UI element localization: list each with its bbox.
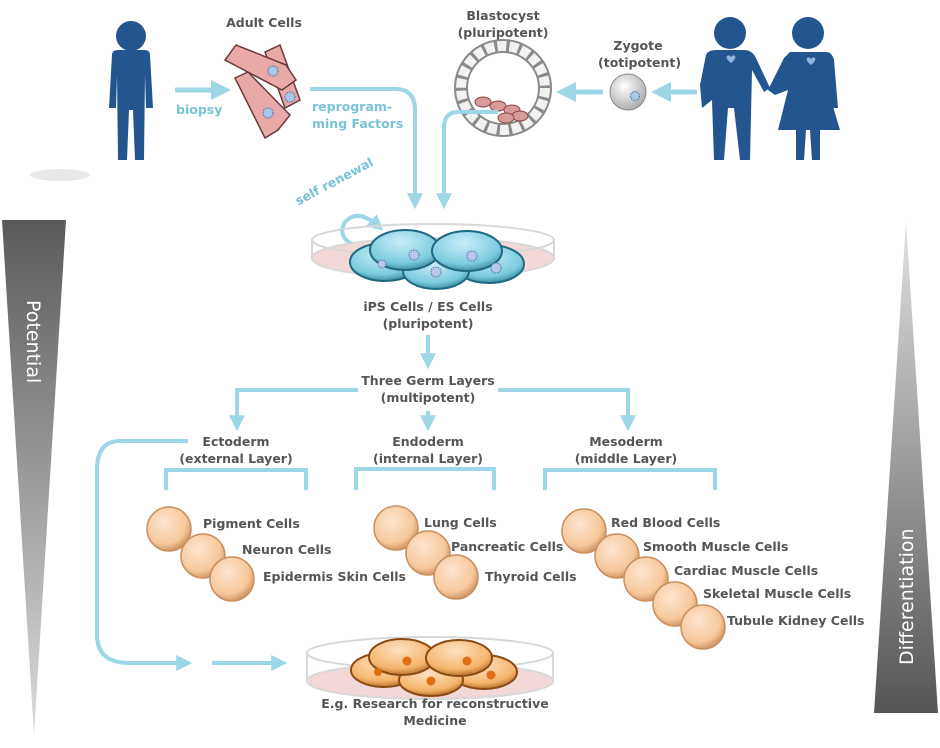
potential-label: Potential [22,300,44,384]
biopsy-label: biopsy [176,102,223,117]
zygote-label: Zygote (totipotent) [598,37,682,71]
differentiation-wedge [874,222,938,713]
cell-type-label: Thyroid Cells [485,569,577,584]
mesoderm-label: Mesoderm (middle Layer) [566,433,686,467]
zygote-icon [609,73,647,111]
nucleus [426,676,436,686]
couple-icon [700,17,840,160]
ectoderm-cells [146,506,255,602]
research-cells [350,638,518,697]
research-label: E.g. Research for reconstructive Medicin… [315,695,555,729]
cell-type-label: Pancreatic Cells [451,539,564,554]
ectoderm-label: Ectoderm (external Layer) [176,433,296,467]
endoderm-name: Endoderm [392,434,464,449]
cell-type-label: Lung Cells [424,515,497,530]
cell-type-label: Neuron Cells [242,542,332,557]
germ-layers-label-line1: Three Germ Layers [361,373,495,388]
blastocyst-label-line1: Blastocyst [466,8,540,23]
ips-label-line2: (pluripotent) [382,316,474,331]
nucleus [267,65,279,77]
person-shadow [30,169,90,181]
nucleus [462,656,472,666]
cell-type-label: Epidermis Skin Cells [263,569,406,584]
person-icon [109,21,153,160]
nucleus [490,262,502,274]
nucleus [402,656,412,666]
zygote-label-line1: Zygote [613,38,663,53]
mesoderm-bracket [543,468,717,490]
zygote-label-line2: (totipotent) [598,55,682,70]
reprogramming-label-line2: ming Factors [312,116,404,131]
research-label-line2: Medicine [403,713,467,728]
blastocyst-arrow [436,110,498,210]
cell-type-label: Cardiac Muscle Cells [674,563,819,578]
nucleus [466,250,478,262]
mesoderm-cells [561,508,726,650]
mesoderm-name: Mesoderm [589,434,663,449]
cell-type-label: Red Blood Cells [611,515,721,530]
mesoderm-subtitle: (middle Layer) [574,451,678,466]
blastocyst-icon [454,39,552,137]
reprogramming-label-line1: reprogram- [312,99,393,114]
reprogramming-arrow [310,87,423,210]
ips-label: iPS Cells / ES Cells (pluripotent) [358,298,498,332]
nucleus [408,249,420,261]
cell-type-label: Tubule Kidney Cells [727,613,865,628]
heart-icon [726,55,736,63]
nucleus [377,259,387,269]
endoderm-cells [373,505,479,600]
endoderm-subtitle: (internal Layer) [372,451,483,466]
ips-label-line1: iPS Cells / ES Cells [363,299,493,314]
heart-icon [806,57,816,65]
adult-cells [223,43,301,140]
ectoderm-name: Ectoderm [202,434,270,449]
cell-type-label: Pigment Cells [203,516,300,531]
nucleus [284,91,296,103]
blastocyst-label-line2: (pluripotent) [457,25,549,40]
nucleus [262,107,274,119]
adult-cells-label: Adult Cells [226,15,302,30]
ectoderm-to-research-arrow [95,439,193,671]
cell-type-label: Skeletal Muscle Cells [703,586,852,601]
blastocyst-label: Blastocyst (pluripotent) [453,7,553,41]
nucleus [430,266,442,278]
germ-layers-label: Three Germ Layers (multipotent) [358,372,498,406]
differentiation-label: Differentiation [896,528,918,665]
nucleus [630,91,640,101]
endoderm-label: Endoderm (internal Layer) [368,433,488,467]
research-label-line1: E.g. Research for reconstructive [321,696,549,711]
ectoderm-subtitle: (external Layer) [179,451,293,466]
nucleus [486,670,496,680]
nucleus [374,668,382,676]
self-renewal-arrow [340,214,384,250]
reprogramming-label: reprogram- ming Factors [312,98,403,132]
germ-layers-label-line2: (multipotent) [380,390,476,405]
potential-wedge [2,220,66,735]
endoderm-bracket [354,467,496,490]
ectoderm-bracket [164,468,308,490]
cell-type-label: Smooth Muscle Cells [643,539,789,554]
